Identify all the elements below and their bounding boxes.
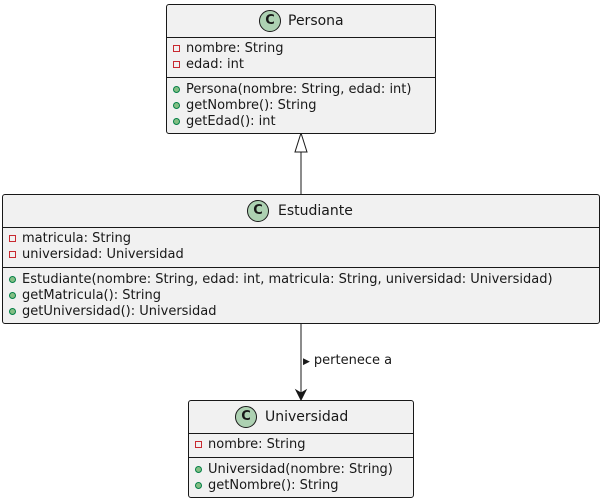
public-visibility-icon [9, 276, 16, 283]
method-row: getMatricula(): String [3, 288, 599, 304]
attributes-section: matricula: String universidad: Universid… [3, 228, 599, 268]
attribute-row: nombre: String [189, 437, 413, 453]
attribute-row: matricula: String [3, 231, 599, 247]
attributes-section: nombre: String edad: int [167, 38, 435, 78]
public-visibility-icon [9, 292, 16, 299]
class-universidad[interactable]: C Universidad nombre: String Universidad… [188, 400, 414, 498]
class-estudiante[interactable]: C Estudiante matricula: String universid… [2, 194, 600, 324]
class-persona[interactable]: C Persona nombre: String edad: int Perso… [166, 4, 436, 134]
inheritance-arrowhead [294, 131, 308, 153]
attribute-row: edad: int [167, 57, 435, 73]
methods-section: Universidad(nombre: String) getNombre():… [189, 458, 413, 494]
direction-arrow-icon: ▶ [303, 357, 310, 367]
attributes-section: nombre: String [189, 434, 413, 458]
method-row: Estudiante(nombre: String, edad: int, ma… [3, 272, 599, 288]
private-visibility-icon [195, 441, 202, 448]
attribute-row: nombre: String [167, 41, 435, 57]
method-row: Persona(nombre: String, edad: int) [167, 82, 435, 98]
private-visibility-icon [173, 61, 180, 68]
class-header: C Universidad [189, 401, 413, 434]
private-visibility-icon [9, 251, 16, 258]
private-visibility-icon [173, 45, 180, 52]
methods-section: Persona(nombre: String, edad: int) getNo… [167, 78, 435, 130]
association-text: pertenece a [313, 353, 393, 368]
association-arrowhead [294, 388, 308, 402]
public-visibility-icon [173, 102, 180, 109]
public-visibility-icon [173, 118, 180, 125]
attribute-row: universidad: Universidad [3, 247, 599, 263]
method-row: Universidad(nombre: String) [189, 462, 413, 478]
class-header: C Persona [167, 5, 435, 38]
class-name: Persona [288, 13, 344, 29]
public-visibility-icon [9, 308, 16, 315]
class-header: C Estudiante [3, 195, 599, 228]
method-row: getNombre(): String [167, 98, 435, 114]
class-name: Universidad [265, 409, 349, 425]
class-badge-icon: C [247, 200, 269, 222]
method-row: getNombre(): String [189, 478, 413, 494]
class-badge-icon: C [235, 406, 257, 428]
public-visibility-icon [173, 86, 180, 93]
association-label: ▶pertenece a [303, 353, 392, 368]
method-row: getEdad(): int [167, 114, 435, 130]
class-badge-icon: C [259, 10, 281, 32]
methods-section: Estudiante(nombre: String, edad: int, ma… [3, 268, 599, 320]
private-visibility-icon [9, 235, 16, 242]
public-visibility-icon [195, 466, 202, 473]
public-visibility-icon [195, 482, 202, 489]
method-row: getUniversidad(): Universidad [3, 304, 599, 320]
class-name: Estudiante [278, 203, 353, 219]
